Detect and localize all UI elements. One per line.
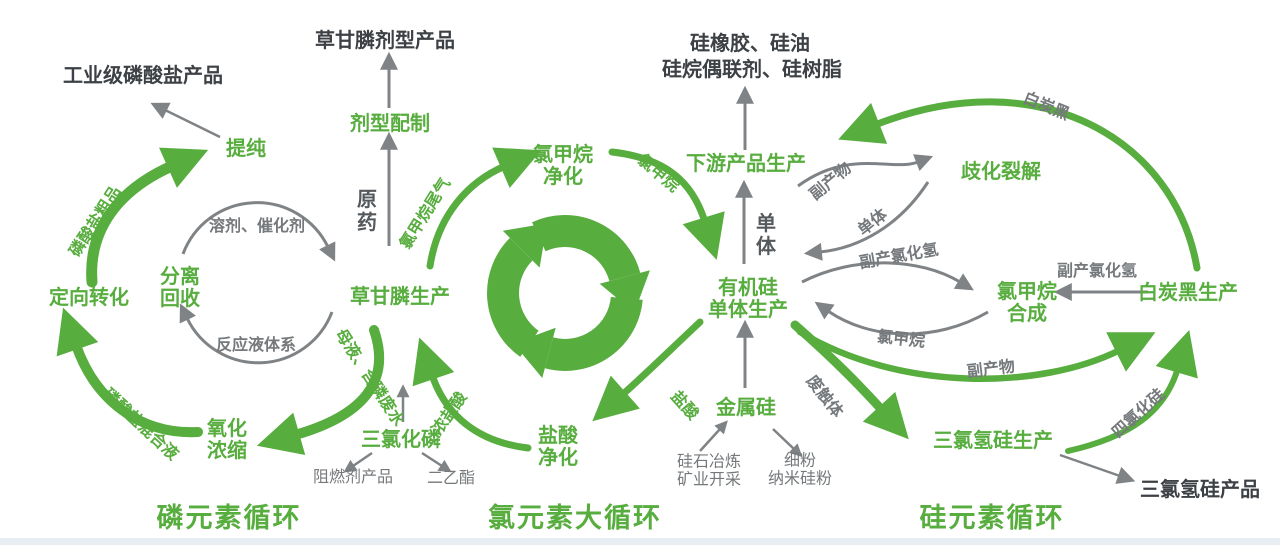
node-disproportionation: 歧化裂解: [961, 161, 1041, 183]
node-tcs-production: 三氯氢硅生产: [933, 430, 1053, 452]
arrow-monomer-to-hcl-purification: [592, 318, 704, 422]
source-fine-powder-line2: 纳米硅粉: [767, 470, 833, 487]
arrow-disproportionation-to-monomer: [803, 181, 930, 261]
node-downstream-production: 下游产品生产: [686, 153, 806, 175]
product-diethyl-ester: 二乙酯: [426, 470, 476, 488]
arrow-glyphosate-to-oxidation: [256, 325, 385, 455]
node-purification: 提纯: [226, 138, 266, 160]
source-silica-line2: 矿业开采: [676, 471, 742, 488]
node-mecl-synthesis-line2: 合成: [1007, 303, 1047, 325]
node-separation-line2: 回收: [160, 288, 200, 310]
arrow-pcl3-to-diethyl: [421, 451, 452, 473]
arrow-hcl-purification-to-glyphosate: [412, 337, 532, 452]
node-oxidation-concentration: 氧化 浓缩: [207, 418, 247, 462]
arrow-glyphosate-to-mecl-purification: [426, 147, 542, 270]
arrow-tcs-to-wcb: [1065, 330, 1198, 454]
node-separation-line1: 分离: [160, 266, 200, 288]
cycle-title-silicon: 硅元素循环: [919, 503, 1065, 534]
source-silica-line1: 硅石冶炼: [676, 453, 742, 471]
arrow-metal-si-to-fine-powder: [772, 428, 803, 458]
arrow-monomer-to-wcb: [796, 328, 1156, 382]
cycle-title-phosphorus: 磷元素循环: [156, 503, 302, 534]
node-hcl-purification-line1: 盐酸: [538, 425, 578, 447]
source-silica-smelting: 硅石冶炼 矿业开采: [677, 453, 741, 488]
node-separation-recovery: 分离 回收: [160, 266, 200, 310]
node-metal-silicon: 金属硅: [716, 397, 776, 419]
node-hcl-purification: 盐酸 净化: [538, 425, 578, 469]
node-mecl-synthesis-line1: 氯甲烷: [997, 281, 1057, 303]
flow-label-raw-pesticide: 原药: [357, 189, 377, 234]
recycle-symbol: [487, 215, 650, 378]
arrow-separation-to-glyphosate: [181, 201, 336, 262]
source-fine-powder: 细粉 纳米硅粉: [768, 452, 832, 487]
flow-label-reaction-liquid: 反应液体系: [215, 337, 297, 355]
node-wcb-production: 白炭黑生产: [1138, 282, 1238, 304]
arrow-mecl-synthesis-to-monomer: [814, 301, 989, 336]
flow-label-solvent-catalyst: 溶剂、催化剂: [208, 218, 306, 236]
node-mecl-purification-line1: 氯甲烷: [533, 144, 593, 166]
arrow-oxidation-to-conversion: [56, 307, 203, 438]
arrow-silica-to-metal-si: [699, 420, 728, 452]
node-mecl-purification: 氯甲烷 净化: [533, 144, 593, 188]
arrow-pcl3-to-flame-retardant: [343, 451, 373, 473]
node-mecl-purification-line2: 净化: [543, 166, 583, 188]
product-silane-resin: 硅烷偶联剂、硅树脂: [662, 59, 842, 81]
flow-label-byproduct-hcl2: 副产氯化氢: [1056, 263, 1138, 281]
arrow-glyphosate-to-separation: [179, 303, 334, 365]
product-tcs-products: 三氯氢硅产品: [1140, 479, 1260, 501]
product-glyphosate-formulated: 草甘膦剂型产品: [315, 30, 455, 52]
source-fine-powder-line1: 细粉: [783, 452, 817, 470]
node-mecl-synthesis: 氯甲烷 合成: [997, 281, 1057, 325]
node-organosilicon-monomer: 有机硅 单体生产: [708, 277, 788, 321]
node-hcl-purification-line2: 净化: [538, 447, 578, 469]
arrow-tcs-to-tcs-products: [1059, 453, 1136, 484]
node-oxidation-line2: 浓缩: [207, 440, 247, 462]
flow-label-monomer: 单体: [756, 213, 776, 258]
node-organosilicon-line2: 单体生产: [708, 299, 788, 321]
arrow-conversion-to-purification: [86, 147, 209, 288]
arrow-monomer-to-mecl-synthesis: [801, 261, 974, 291]
node-glyphosate-production: 草甘膦生产: [350, 286, 450, 308]
arrow-wcb-to-downstream: [838, 98, 1201, 272]
arrow-purification-to-phosphate-products: [150, 102, 221, 139]
arrow-mecl-purification-to-monomer: [608, 148, 725, 260]
cycle-title-chlorine: 氯元素大循环: [488, 503, 662, 534]
node-directed-conversion: 定向转化: [49, 287, 129, 309]
bottom-edge-strip: [0, 538, 1280, 545]
node-formulation: 剂型配制: [350, 113, 430, 135]
node-oxidation-line1: 氧化: [207, 418, 247, 440]
product-silicone-rubber-oil: 硅橡胶、硅油: [690, 33, 810, 55]
node-pcl3: 三氯化磷: [361, 429, 441, 451]
product-flame-retardant: 阻燃剂产品: [312, 469, 394, 487]
node-organosilicon-line1: 有机硅: [718, 277, 778, 299]
product-industrial-phosphate: 工业级磷酸盐产品: [63, 65, 223, 87]
arrow-downstream-to-disproportionation: [797, 154, 934, 188]
